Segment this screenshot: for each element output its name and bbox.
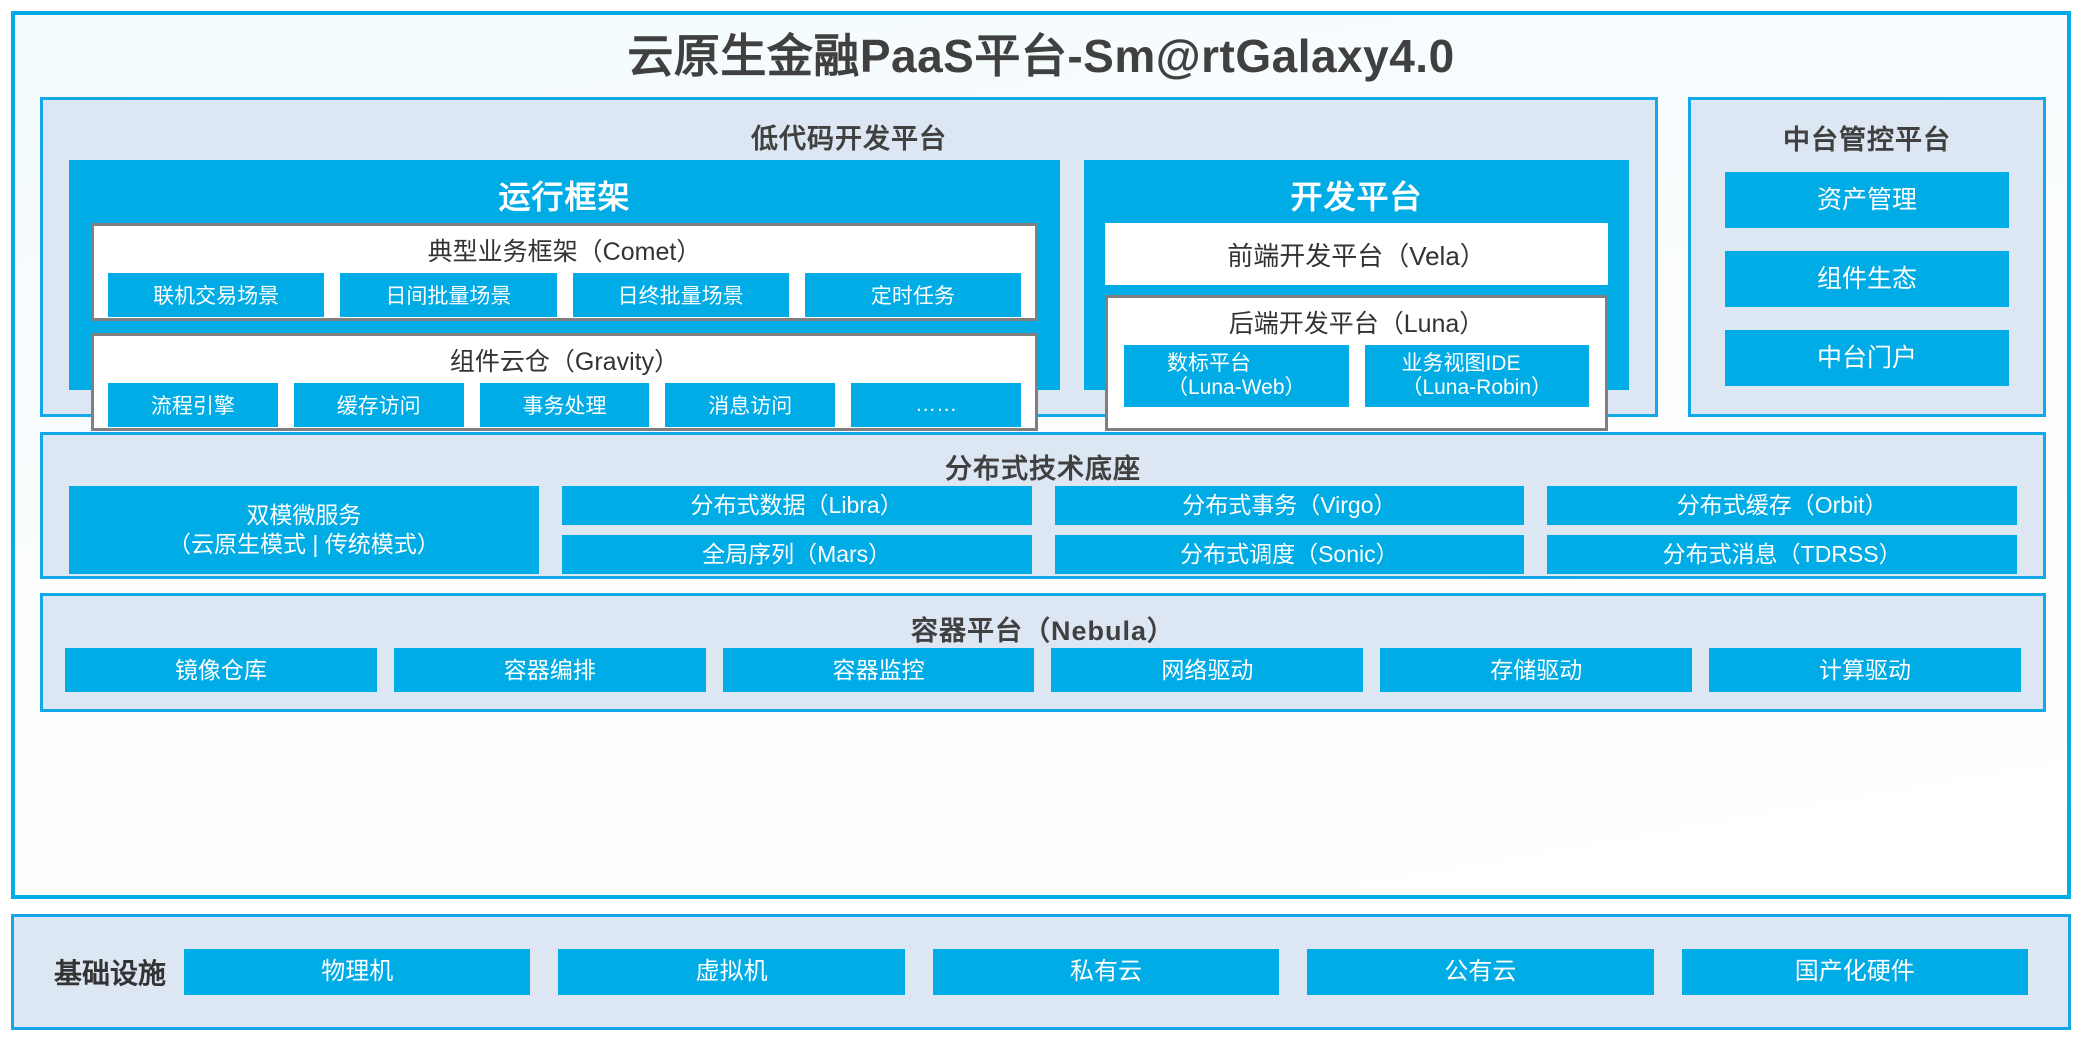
container-platform-panel: 容器平台（Nebula） 镜像仓库 容器编排 容器监控 网络驱动 存储驱动 计算… <box>40 593 2046 712</box>
container-tile-compute-driver[interactable]: 计算驱动 <box>1709 648 2021 692</box>
main-frame: 云原生金融PaaS平台-Sm@rtGalaxy4.0 低代码开发平台 运行框架 … <box>11 11 2071 899</box>
comet-card: 典型业务框架（Comet） 联机交易场景 日间批量场景 日终批量场景 定时任务 <box>91 223 1038 321</box>
runtime-framework-block: 运行框架 典型业务框架（Comet） 联机交易场景 日间批量场景 日终批量场景 … <box>69 160 1060 431</box>
infrastructure-tile-domestic-hardware[interactable]: 国产化硬件 <box>1681 949 2028 995</box>
infrastructure-tile-physical[interactable]: 物理机 <box>184 949 531 995</box>
container-tile-network-driver[interactable]: 网络驱动 <box>1051 648 1364 692</box>
container-platform-grid: 镜像仓库 容器编排 容器监控 网络驱动 存储驱动 计算驱动 <box>65 648 2021 692</box>
luna-chip-row: 数标平台 （Luna-Web） 业务视图IDE （Luna-Robin） <box>1108 340 1605 407</box>
midplatform-item-component[interactable]: 组件生态 <box>1725 251 2009 307</box>
container-tile-storage-driver[interactable]: 存储驱动 <box>1380 648 1693 692</box>
luna-chip-web[interactable]: 数标平台 （Luna-Web） <box>1124 345 1349 407</box>
midplatform-item-portal[interactable]: 中台门户 <box>1725 330 2009 386</box>
distributed-tile-microservice[interactable]: 双模微服务 （云原生模式 | 传统模式） <box>69 486 539 574</box>
luna-title: 后端开发平台（Luna） <box>1228 310 1485 338</box>
dev-platform-title: 开发平台 <box>1290 179 1423 215</box>
distributed-column-transaction: 分布式事务（Virgo） 分布式调度（Sonic） <box>1054 486 1525 574</box>
infrastructure-panel: 基础设施 物理机 虚拟机 私有云 公有云 国产化硬件 <box>11 914 2071 1030</box>
distributed-column-data: 分布式数据（Libra） 全局序列（Mars） <box>561 486 1032 574</box>
comet-chip[interactable]: 联机交易场景 <box>108 273 325 317</box>
vela-card[interactable]: 前端开发平台（Vela） <box>1105 223 1608 285</box>
distributed-column-cache: 分布式缓存（Orbit） 分布式消息（TDRSS） <box>1547 486 2017 574</box>
distributed-tile-sonic[interactable]: 分布式调度（Sonic） <box>1054 535 1525 574</box>
comet-chip[interactable]: 定时任务 <box>804 273 1021 317</box>
infrastructure-tile-public-cloud[interactable]: 公有云 <box>1307 949 1654 995</box>
infrastructure-tile-virtual[interactable]: 虚拟机 <box>558 949 905 995</box>
infrastructure-grid: 物理机 虚拟机 私有云 公有云 国产化硬件 <box>184 949 2068 995</box>
container-tile-registry[interactable]: 镜像仓库 <box>65 648 377 692</box>
infrastructure-tile-private-cloud[interactable]: 私有云 <box>932 949 1280 995</box>
infrastructure-label: 基础设施 <box>54 958 167 989</box>
gravity-chip[interactable]: 缓存访问 <box>293 383 464 427</box>
distributed-tile-tdrss[interactable]: 分布式消息（TDRSS） <box>1547 535 2017 574</box>
luna-card: 后端开发平台（Luna） 数标平台 （Luna-Web） 业务视图IDE （Lu… <box>1105 295 1608 431</box>
comet-chip-row: 联机交易场景 日间批量场景 日终批量场景 定时任务 <box>94 268 1035 317</box>
lowcode-platform-title: 低代码开发平台 <box>751 124 947 154</box>
gravity-chip[interactable]: 消息访问 <box>665 383 836 427</box>
container-tile-orchestration[interactable]: 容器编排 <box>393 648 706 692</box>
comet-chip[interactable]: 日终批量场景 <box>572 273 789 317</box>
distributed-base-title: 分布式技术底座 <box>945 454 1141 484</box>
lowcode-inner: 运行框架 典型业务框架（Comet） 联机交易场景 日间批量场景 日终批量场景 … <box>69 160 1629 431</box>
distributed-tile-virgo[interactable]: 分布式事务（Virgo） <box>1054 486 1525 525</box>
midplatform-title: 中台管控平台 <box>1783 125 1951 155</box>
gravity-chip[interactable]: 事务处理 <box>479 383 650 427</box>
midplatform-panel: 中台管控平台 资产管理 组件生态 中台门户 <box>1688 97 2046 417</box>
gravity-chip-row: 流程引擎 缓存访问 事务处理 消息访问 …… <box>94 378 1035 427</box>
gravity-chip[interactable]: 流程引擎 <box>108 383 278 427</box>
distributed-tile-orbit[interactable]: 分布式缓存（Orbit） <box>1547 486 2017 525</box>
luna-chip-robin[interactable]: 业务视图IDE （Luna-Robin） <box>1364 345 1589 407</box>
distributed-grid: 双模微服务 （云原生模式 | 传统模式） 分布式数据（Libra） 全局序列（M… <box>69 486 2017 574</box>
midplatform-list: 资产管理 组件生态 中台门户 <box>1725 172 2009 386</box>
runtime-framework-title: 运行框架 <box>498 179 631 215</box>
gravity-card: 组件云仓（Gravity） 流程引擎 缓存访问 事务处理 消息访问 …… <box>91 333 1038 431</box>
distributed-column-microservice: 双模微服务 （云原生模式 | 传统模式） <box>69 486 539 574</box>
gravity-title: 组件云仓（Gravity） <box>449 348 680 376</box>
lowcode-platform-panel: 低代码开发平台 运行框架 典型业务框架（Comet） 联机交易场景 日间批量场景… <box>40 97 1658 431</box>
midplatform-item-asset[interactable]: 资产管理 <box>1725 172 2009 228</box>
distributed-tile-libra[interactable]: 分布式数据（Libra） <box>561 486 1032 525</box>
comet-chip[interactable]: 日间批量场景 <box>340 273 557 317</box>
row-platform-layer: 低代码开发平台 运行框架 典型业务框架（Comet） 联机交易场景 日间批量场景… <box>40 97 2046 431</box>
container-platform-title: 容器平台（Nebula） <box>910 616 1176 646</box>
comet-title: 典型业务框架（Comet） <box>427 238 702 266</box>
container-tile-monitoring[interactable]: 容器监控 <box>722 648 1035 692</box>
page-title: 云原生金融PaaS平台-Sm@rtGalaxy4.0 <box>627 30 1455 82</box>
gravity-chip-ellipsis[interactable]: …… <box>851 383 1021 427</box>
distributed-tile-mars[interactable]: 全局序列（Mars） <box>561 535 1032 574</box>
dev-platform-block: 开发平台 前端开发平台（Vela） 后端开发平台（Luna） 数标平台 （Lun… <box>1084 160 1629 431</box>
distributed-base-panel: 分布式技术底座 双模微服务 （云原生模式 | 传统模式） 分布式数据（Libra… <box>40 432 2046 579</box>
